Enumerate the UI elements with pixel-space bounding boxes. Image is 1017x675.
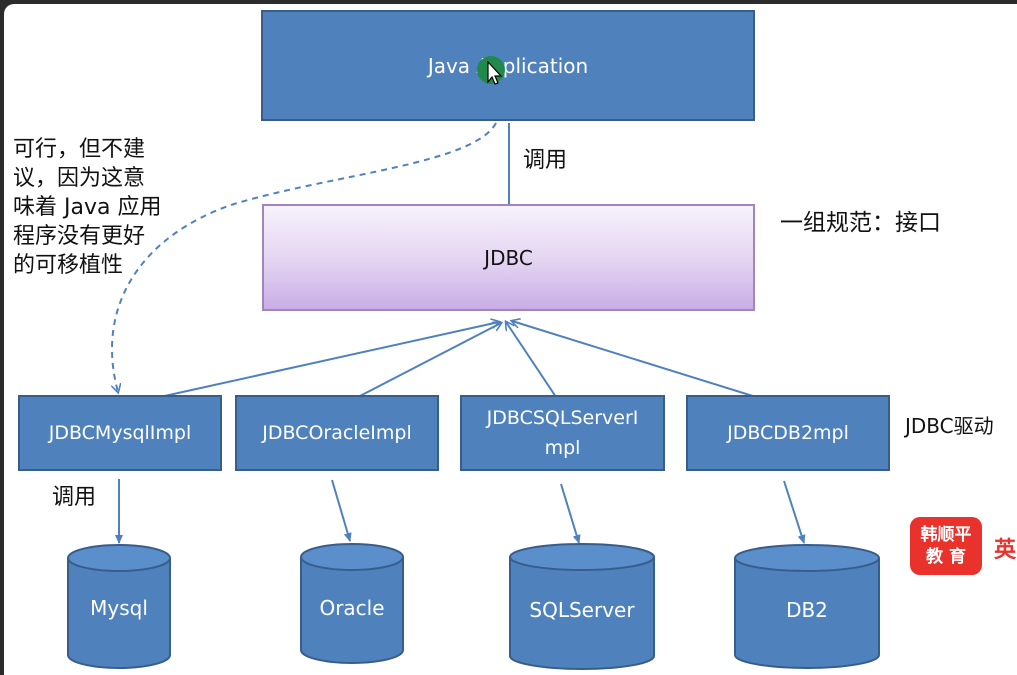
database-label-db2: DB2 (786, 598, 828, 622)
jdbc-note: 一组规范：接口 (780, 210, 941, 236)
database-cylinder-db2 (734, 544, 880, 669)
arrow-impl-to-oracle (331, 479, 352, 542)
dashed-curve-arrow (111, 122, 497, 392)
driver-label: JDBCDB2mpl (727, 422, 849, 444)
connector-layer (67, 122, 880, 670)
driver-box-mysql: JDBCMysqlImpl (18, 395, 222, 471)
jdbc-label: JDBC (484, 245, 533, 270)
arrow-impl-to-sqlserver (560, 483, 581, 544)
diagram-canvas: Java Application 调用 JDBC 一组规范：接口 可行，但不建 … (4, 4, 1017, 675)
side-note: 可行，但不建 议，因为这意 味着 Java 应用 程序没有更好 的可移植性 (13, 135, 161, 280)
driver-label: JDBCOracleImpl (262, 422, 412, 444)
mouse-cursor-icon (477, 56, 505, 85)
call-label-bottom: 调用 (52, 485, 97, 510)
java-application-box: Java Application (261, 10, 755, 121)
side-note-line: 味着 Java 应用 (13, 195, 162, 220)
database-label-mysql: Mysql (90, 596, 148, 620)
java-application-label: Java Application (427, 53, 589, 78)
database-cylinder-oracle (300, 543, 404, 664)
arrow-mysql-to-jdbc (159, 322, 499, 398)
side-note-line: 议，因为这意 (13, 166, 146, 191)
arrow-impl-to-db2 (783, 480, 806, 544)
side-note-line: 可行，但不建 (13, 137, 146, 162)
call-label-top: 调用 (523, 148, 568, 173)
arrow-oracle-to-jdbc (357, 323, 501, 398)
jdbc-driver-label: JDBC驱动 (905, 414, 994, 438)
badge-line: 韩顺平 (920, 525, 972, 545)
brand-badge: 韩顺平 教 育 (910, 517, 982, 575)
jdbc-interface-box: JDBC (262, 204, 755, 311)
database-label-oracle: Oracle (319, 596, 385, 620)
badge-extra-text: 英 (994, 538, 1017, 563)
driver-label: JDBCMysqlImpl (48, 422, 192, 444)
database-cylinder-mysql (67, 544, 171, 669)
badge-line: 教 育 (926, 547, 966, 567)
database-cylinder-sqlserver (509, 543, 655, 670)
side-note-line: 程序没有更好 (13, 224, 146, 249)
arrow-db2-to-jdbc (512, 321, 757, 398)
database-label-sqlserver: SQLServer (529, 598, 635, 622)
side-note-line: 的可移植性 (13, 253, 124, 278)
driver-box-db2: JDBCDB2mpl (686, 395, 890, 471)
driver-label: JDBCSQLServerI mpl (486, 407, 639, 459)
arrow-sqlserver-to-jdbc (506, 322, 557, 398)
driver-box-oracle: JDBCOracleImpl (235, 395, 439, 471)
driver-box-sqlserver: JDBCSQLServerI mpl (460, 395, 665, 471)
